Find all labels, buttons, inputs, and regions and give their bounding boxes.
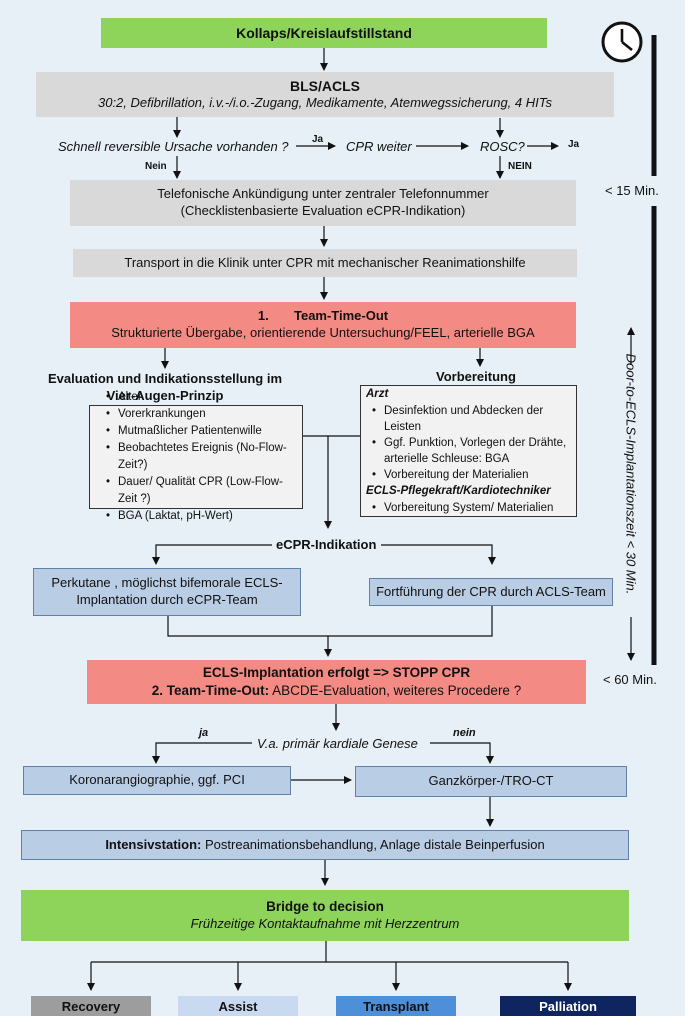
coronary-label: Koronarangiographie, ggf. PCI [69, 772, 245, 788]
collapse-box: Kollaps/Kreislaufstillstand [101, 18, 547, 48]
door-to-ecls-text: Door-to-ECLS-Implantationszeit < 30 Min. [623, 353, 639, 595]
bridge-title: Bridge to decision [266, 899, 384, 915]
cardiac-question: V.a. primär kardiale Genese [257, 736, 418, 751]
prep-pflege-list: Vorbereitung System/ Materialien [366, 500, 553, 517]
transport-box: Transport in die Klinik unter CPR mit me… [73, 249, 577, 277]
percutaneous-line-1: Perkutane , möglichst bifemorale ECLS- [51, 575, 283, 591]
list-item: Vorbereitung System/ Materialien [372, 500, 553, 517]
prep-arzt-list: Desinfektion und Abdecken der Leisten Gg… [366, 403, 568, 483]
list-item: Vorerkrankungen [106, 406, 302, 423]
list-item: Vorbereitung der Materialien [372, 467, 568, 483]
list-item: Desinfektion und Abdecken der Leisten [372, 403, 568, 435]
bls-acls-box: BLS/ACLS 30:2, Defibrillation, i.v.-/i.o… [36, 72, 614, 117]
icu-label-rest: Postreanimationsbehandlung, Anlage dista… [201, 836, 545, 852]
timeline-60-min: < 60 Min. [603, 672, 657, 687]
ecpr-indication-label: eCPR-Indikation [276, 537, 377, 552]
list-item: BGA (Laktat, pH-Wert) [106, 508, 302, 525]
tto2-label: 2. Team-Time-Out: [151, 683, 270, 698]
outcome-assist: Assist [178, 996, 298, 1016]
percutaneous-box: Perkutane , möglichst bifemorale ECLS- I… [33, 568, 301, 616]
bridge-subtitle: Frühzeitige Kontaktaufnahme mit Herzzent… [190, 915, 460, 931]
ecls-line-1: ECLS-Implantation erfolgt => STOPP CPR [202, 665, 471, 681]
coronary-box: Koronarangiographie, ggf. PCI [23, 766, 291, 795]
outcome-recovery: Recovery [31, 996, 151, 1016]
ja-label-1: Ja [312, 134, 324, 145]
evaluation-list: Alter Vorerkrankungen Mutmaßlicher Patie… [104, 389, 302, 525]
clock-icon [601, 21, 643, 63]
list-item: Ggf. Punktion, Vorlegen der Drähte, arte… [372, 435, 568, 467]
nein-label: Nein [145, 161, 167, 172]
phone-line-2: (Checklistenbasierte Evaluation eCPR-Ind… [180, 203, 466, 218]
nein-caps-label: NEIN [508, 161, 532, 172]
continue-acls-label: Fortführung der CPR durch ACLS-Team [376, 583, 606, 599]
list-item: Dauer/ Qualität CPR (Low-Flow-Zeit ?) [106, 474, 302, 508]
ct-label: Ganzkörper-/TRO-CT [428, 773, 554, 789]
list-item: Mutmaßlicher Patientenwille [106, 423, 302, 440]
door-to-ecls-label: Door-to-ECLS-Implantationszeit < 30 Min. [624, 354, 639, 595]
outcome-transplant: Transplant [336, 996, 456, 1016]
prep-pflege-heading: ECLS-Pflegekraft/Kardiotechniker [366, 484, 551, 497]
transport-label: Transport in die Klinik unter CPR mit me… [124, 254, 526, 270]
percutaneous-line-2: Implantation durch eCPR-Team [76, 592, 258, 607]
icu-label-bold: Intensivstation: [105, 836, 202, 852]
evaluation-title-line-1: Evaluation und Indikationsstellung im [47, 371, 283, 387]
timeline-15-min: < 15 Min. [605, 183, 659, 198]
reversible-question: Schnell reversible Ursache vorhanden ? [58, 139, 289, 154]
preparation-title: Vorbereitung [436, 369, 516, 384]
nein-branch-label: nein [453, 727, 476, 739]
tto1-title: 1. Team-Time-Out [257, 308, 389, 324]
tto1-subtitle: Strukturierte Übergabe, orientierende Un… [111, 325, 535, 340]
phone-box: Telefonische Ankündigung unter zentraler… [70, 180, 576, 226]
ja-label-2: Ja [568, 139, 580, 150]
team-time-out-1-box: 1. Team-Time-Out Strukturierte Übergabe,… [70, 302, 576, 348]
bls-title: BLS/ACLS [290, 77, 360, 94]
outcome-transplant-label: Transplant [363, 998, 429, 1014]
outcome-palliation: Palliation [500, 996, 636, 1016]
outcome-assist-label: Assist [218, 998, 258, 1014]
list-item: Alter [106, 389, 302, 406]
phone-line-1: Telefonische Ankündigung unter zentraler… [157, 186, 489, 202]
bridge-box: Bridge to decision Frühzeitige Kontaktau… [21, 890, 629, 941]
list-item: Beobachtetes Ereignis (No-Flow-Zeit?) [106, 440, 302, 474]
prep-arzt-heading: Arzt [366, 387, 389, 400]
continue-acls-box: Fortführung der CPR durch ACLS-Team [369, 578, 613, 606]
tto2-rest: ABCDE-Evaluation, weiteres Procedere ? [269, 683, 522, 698]
collapse-label: Kollaps/Kreislaufstillstand [236, 24, 412, 41]
bls-subtitle: 30:2, Defibrillation, i.v.-/i.o.-Zugang,… [97, 95, 552, 111]
outcome-recovery-label: Recovery [61, 998, 121, 1014]
icu-box: Intensivstation: Postreanimationsbehandl… [21, 830, 629, 860]
ja-branch-label: ja [199, 727, 209, 739]
evaluation-box: Alter Vorerkrankungen Mutmaßlicher Patie… [89, 389, 303, 525]
preparation-box: Arzt Desinfektion und Abdecken der Leist… [360, 385, 577, 517]
ct-box: Ganzkörper-/TRO-CT [355, 766, 627, 797]
outcome-palliation-label: Palliation [539, 998, 597, 1014]
cpr-continue-label: CPR weiter [346, 139, 412, 154]
rosc-label: ROSC? [480, 139, 525, 154]
ecls-implantation-box: ECLS-Implantation erfolgt => STOPP CPR 2… [87, 660, 586, 704]
